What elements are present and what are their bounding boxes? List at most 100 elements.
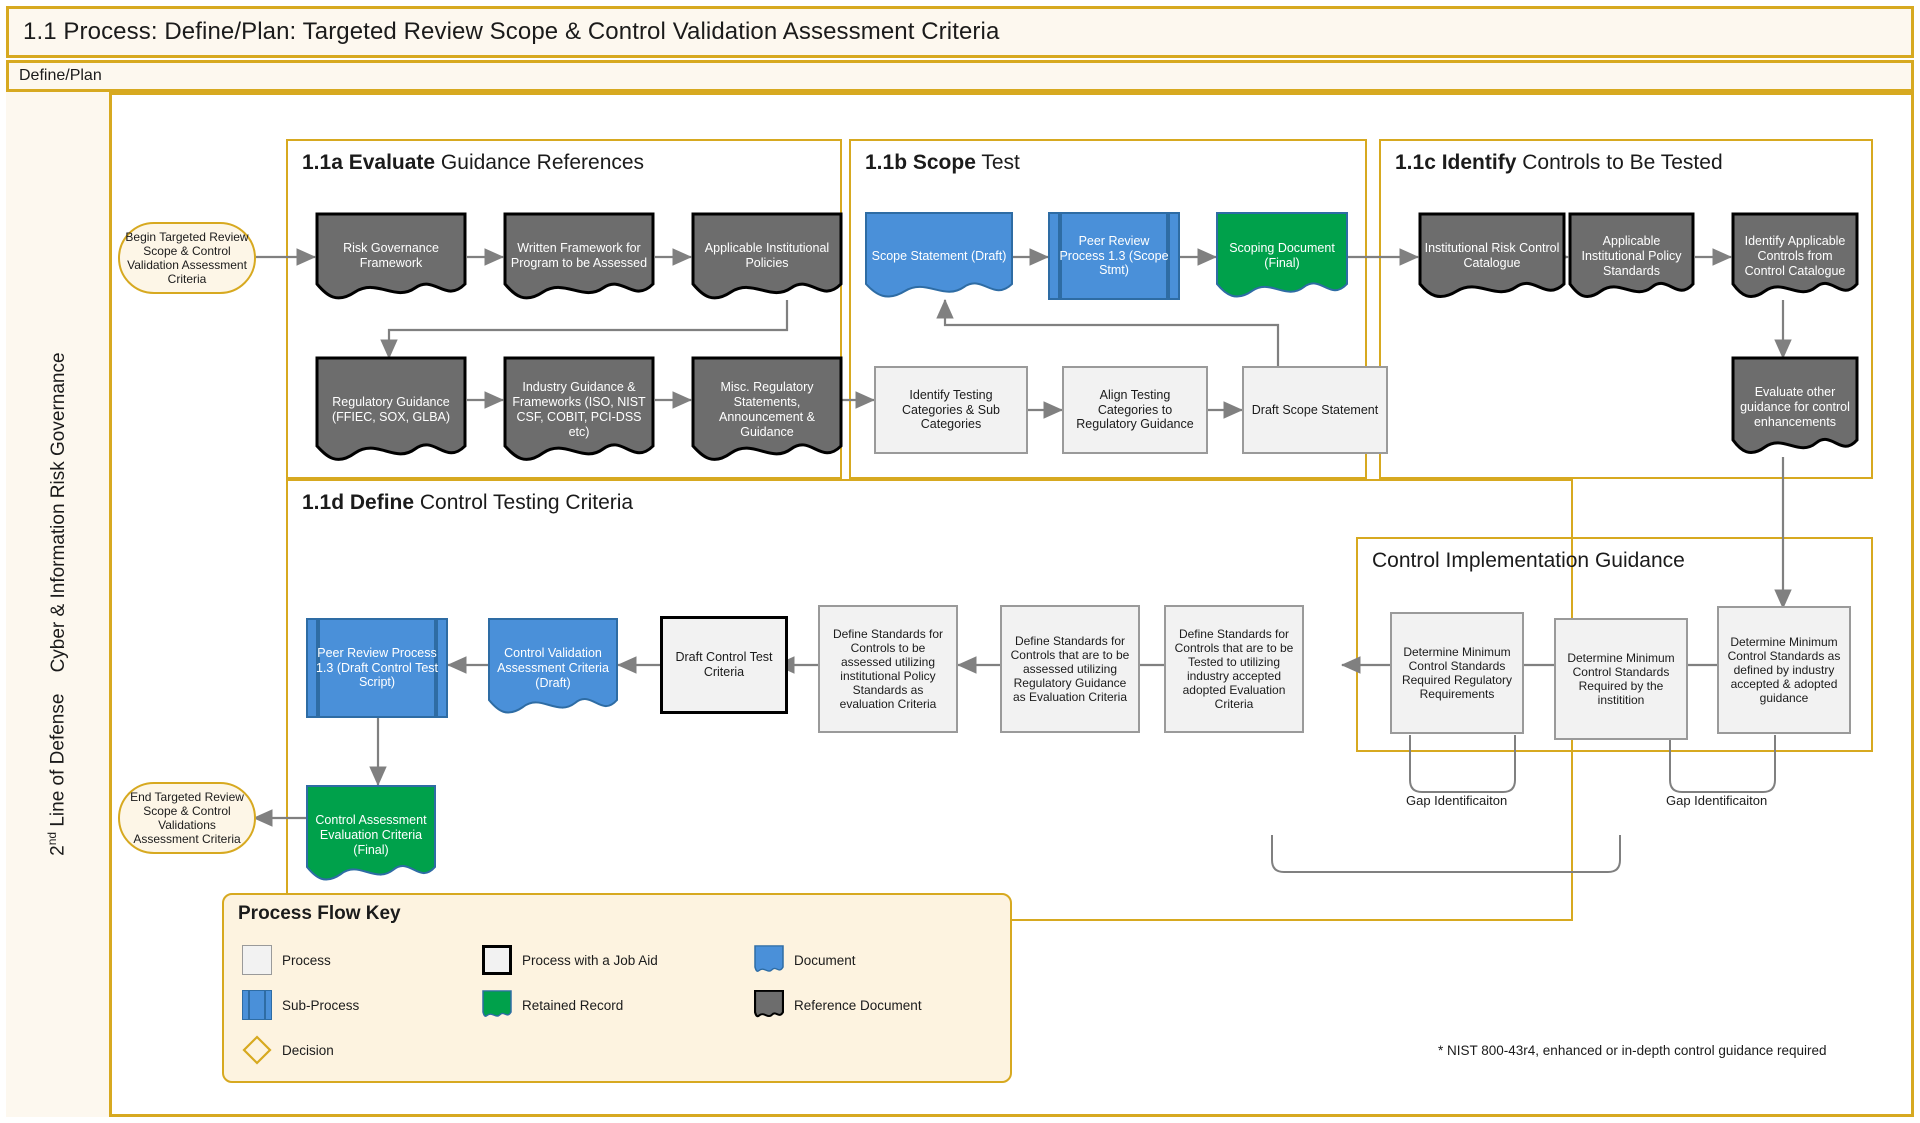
legend-item-reference-document-label: Reference Document [794,997,922,1013]
node-define-standards-regulatory-label: Define Standards for Controls that are t… [1010,633,1130,705]
decision-diamond-icon [242,1035,272,1065]
legend-item-job-aid-label: Process with a Job Aid [522,952,658,968]
node-identify-testing-categories[interactable]: Identify Testing Categories & Sub Catego… [874,366,1028,454]
retained-record-shape [1216,212,1348,298]
retained-record-swatch-icon [482,990,512,1020]
node-institutional-risk-control-catalogue[interactable]: Institutional Risk Control Catalogue [1418,212,1566,300]
node-peer-review-process-13-test[interactable]: Peer Review Process 1.3 (Draft Control T… [306,618,448,718]
reference-document-shape [503,212,655,300]
node-determine-min-regulatory[interactable]: Determine Minimum Control Standards Requ… [1390,612,1524,734]
process-flow-key: Process Flow Key Process Sub-Process Dec… [222,893,1012,1083]
legend-item-decision[interactable]: Decision [242,1035,334,1065]
reference-document-shape [1731,356,1859,455]
node-determine-min-industry-label: Determine Minimum Control Standards as d… [1727,634,1841,706]
group-1-1a-label: 1.1a Evaluate Guidance References [302,151,644,175]
legend-item-retained-record-label: Retained Record [522,997,624,1013]
legend-item-retained-record[interactable]: Retained Record [482,990,623,1020]
node-industry-guidance[interactable]: Industry Guidance & Frameworks (ISO, NIS… [503,356,655,464]
group-1-1b-label: 1.1b Scope Test [865,151,1020,175]
group-1-1c-num: 1.1c Identify [1395,151,1517,174]
node-misc-regulatory[interactable]: Misc. Regulatory Statements, Announcemen… [691,356,843,464]
group-1-1d-label: 1.1d Define Control Testing Criteria [302,491,633,515]
node-cvac-draft[interactable]: Control Validation Assessment Criteria (… [488,618,618,718]
reference-document-shape [1568,212,1695,299]
node-draft-scope-statement[interactable]: Draft Scope Statement [1242,366,1388,454]
reference-document-shape [691,212,843,300]
legend-item-document-label: Document [794,952,856,968]
group-1-1a-num: 1.1a Evaluate [302,151,436,174]
node-define-standards-industry[interactable]: Define Standards for Controls that are t… [1164,605,1304,733]
node-define-standards-policy-label: Define Standards for Controls to be asse… [832,626,944,712]
group-1-1d-num: 1.1d Define [302,491,415,514]
node-align-testing-categories[interactable]: Align Testing Categories to Regulatory G… [1062,366,1208,454]
node-risk-governance-framework[interactable]: Risk Governance Framework [315,212,467,300]
node-determine-min-regulatory-label: Determine Minimum Control Standards Requ… [1401,644,1513,702]
document-shape [488,618,618,714]
legend-item-process[interactable]: Process [242,945,331,975]
node-applicable-policy-standards[interactable]: Applicable Institutional Policy Standard… [1568,212,1695,300]
group-1-1a-rest: Guidance References [435,151,645,174]
reference-document-swatch-icon [754,990,784,1020]
node-end-terminator[interactable]: End Targeted Review Scope & Control Vali… [118,782,256,854]
group-control-implementation-guidance: Control Implementation Guidance [1356,537,1873,752]
node-regulatory-guidance[interactable]: Regulatory Guidance (FFIEC, SOX, GLBA) [315,356,467,464]
node-draft-control-test-criteria-label: Draft Control Test Criteria [675,650,773,679]
group-cig-label: Control Implementation Guidance [1372,549,1685,572]
node-caec-final-label: Control Assessment Evaluation Criteria (… [315,812,427,857]
node-misc-regulatory-label: Misc. Regulatory Statements, Announcemen… [719,380,815,439]
lane-header-bar: Define/Plan [6,60,1914,92]
gap-identification-label-1: Gap Identificaiton [1406,793,1508,808]
node-peer-review-process-13-scope-label: Peer Review Process 1.3 (Scope Stmt) [1059,233,1169,278]
node-define-standards-regulatory[interactable]: Define Standards for Controls that are t… [1000,605,1140,733]
node-regulatory-guidance-label: Regulatory Guidance (FFIEC, SOX, GLBA) [331,395,451,424]
document-swatch-icon [754,945,784,975]
page-title-bar: 1.1 Process: Define/Plan: Targeted Revie… [6,6,1914,58]
group-1-1c-rest: Controls to Be Tested [1516,151,1723,174]
node-industry-guidance-label: Industry Guidance & Frameworks (ISO, NIS… [512,380,646,439]
node-end-terminator-label: End Targeted Review Scope & Control Vali… [130,789,244,847]
legend-item-job-aid[interactable]: Process with a Job Aid [482,945,658,975]
group-1-1a: 1.1a Evaluate Guidance References [286,139,842,479]
node-written-framework-label: Written Framework for Program to be Asse… [510,241,648,270]
reference-document-shape [503,356,655,461]
node-scope-statement-draft[interactable]: Scope Statement (Draft) [865,212,1013,300]
document-shape [865,212,1013,298]
reference-document-shape [1418,212,1566,299]
node-evaluate-other-guidance[interactable]: Evaluate other guidance for control enha… [1731,356,1859,458]
node-determine-min-institution-label: Determine Minimum Control Standards Requ… [1567,650,1675,708]
reference-document-shape [1731,212,1859,299]
legend-item-sub-process-label: Sub-Process [282,997,360,1013]
retained-record-shape [306,785,436,881]
sub-process-swatch-icon [242,990,272,1020]
legend-item-decision-label: Decision [282,1042,334,1058]
process-swatch-icon [242,945,272,975]
reference-document-shape [315,212,467,300]
node-applicable-institutional-policies[interactable]: Applicable Institutional Policies [691,212,843,300]
group-1-1b-rest: Test [975,151,1020,174]
swimlane-line1: 2nd Line of Defense [45,693,69,857]
node-applicable-policy-standards-label: Applicable Institutional Policy Standard… [1581,233,1682,278]
node-applicable-institutional-policies-label: Applicable Institutional Policies [704,241,830,270]
legend-item-sub-process[interactable]: Sub-Process [242,990,359,1020]
node-scoping-document-final[interactable]: Scoping Document (Final) [1216,212,1348,300]
legend-item-process-label: Process [282,952,331,968]
legend-item-document[interactable]: Document [754,945,856,975]
node-define-standards-policy[interactable]: Define Standards for Controls to be asse… [818,605,958,733]
node-peer-review-process-13-test-label: Peer Review Process 1.3 (Draft Control T… [315,645,439,690]
node-start-terminator[interactable]: Begin Targeted Review Scope & Control Va… [118,222,256,294]
gap-identification-label-2: Gap Identificaiton [1666,793,1768,808]
node-peer-review-process-13-scope[interactable]: Peer Review Process 1.3 (Scope Stmt) [1048,212,1180,300]
legend-item-reference-document[interactable]: Reference Document [754,990,922,1020]
node-align-testing-categories-label: Align Testing Categories to Regulatory G… [1076,387,1194,432]
node-draft-scope-statement-label: Draft Scope Statement [1251,402,1379,417]
node-determine-min-institution[interactable]: Determine Minimum Control Standards Requ… [1554,618,1688,740]
node-caec-final[interactable]: Control Assessment Evaluation Criteria (… [306,785,436,885]
swimlane-label: 2nd Line of Defense Cyber & Information … [6,92,112,1117]
node-written-framework[interactable]: Written Framework for Program to be Asse… [503,212,655,300]
group-1-1b: 1.1b Scope Test [849,139,1367,479]
node-draft-control-test-criteria[interactable]: Draft Control Test Criteria [660,616,788,714]
node-cvac-draft-label: Control Validation Assessment Criteria (… [497,645,609,690]
node-determine-min-industry[interactable]: Determine Minimum Control Standards as d… [1717,606,1851,734]
node-institutional-risk-control-catalogue-label: Institutional Risk Control Catalogue [1424,241,1560,270]
node-identify-applicable-controls[interactable]: Identify Applicable Controls from Contro… [1731,212,1859,300]
